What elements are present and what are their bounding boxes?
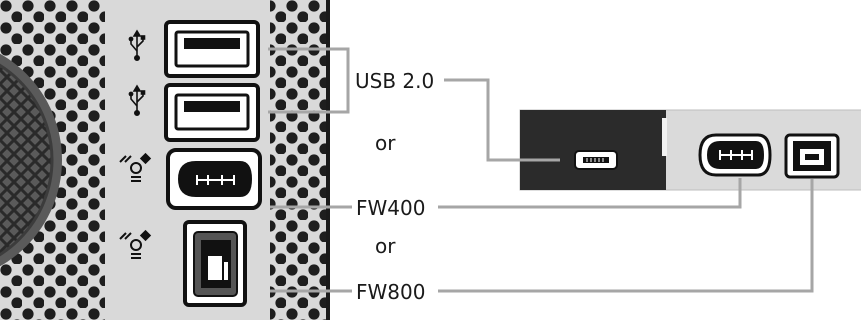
fw400-line-device [438,178,742,209]
usb-line [444,78,560,162]
label-or-1: or [375,131,396,155]
fw800-line-device [438,179,814,293]
device-mini-usb-port [574,150,618,170]
external-device [519,109,861,191]
label-or-2: or [375,234,396,258]
fw400-port [166,148,262,210]
fw800-port [183,220,247,307]
device-fw400-port [698,133,772,177]
fan-grille [0,53,62,267]
device-fw800-port [784,133,840,179]
label-fw800: FW800 [356,280,425,304]
firewire-icon [119,152,152,182]
usb-icon [128,29,146,62]
usb-port-bottom [164,83,260,142]
usb-bracket [268,47,350,114]
connector-lines [268,47,814,293]
usb-icon [128,84,146,117]
firewire-icon [119,229,152,259]
usb-port-top [164,20,260,78]
label-usb: USB 2.0 [355,69,434,93]
label-fw400: FW400 [356,196,425,220]
